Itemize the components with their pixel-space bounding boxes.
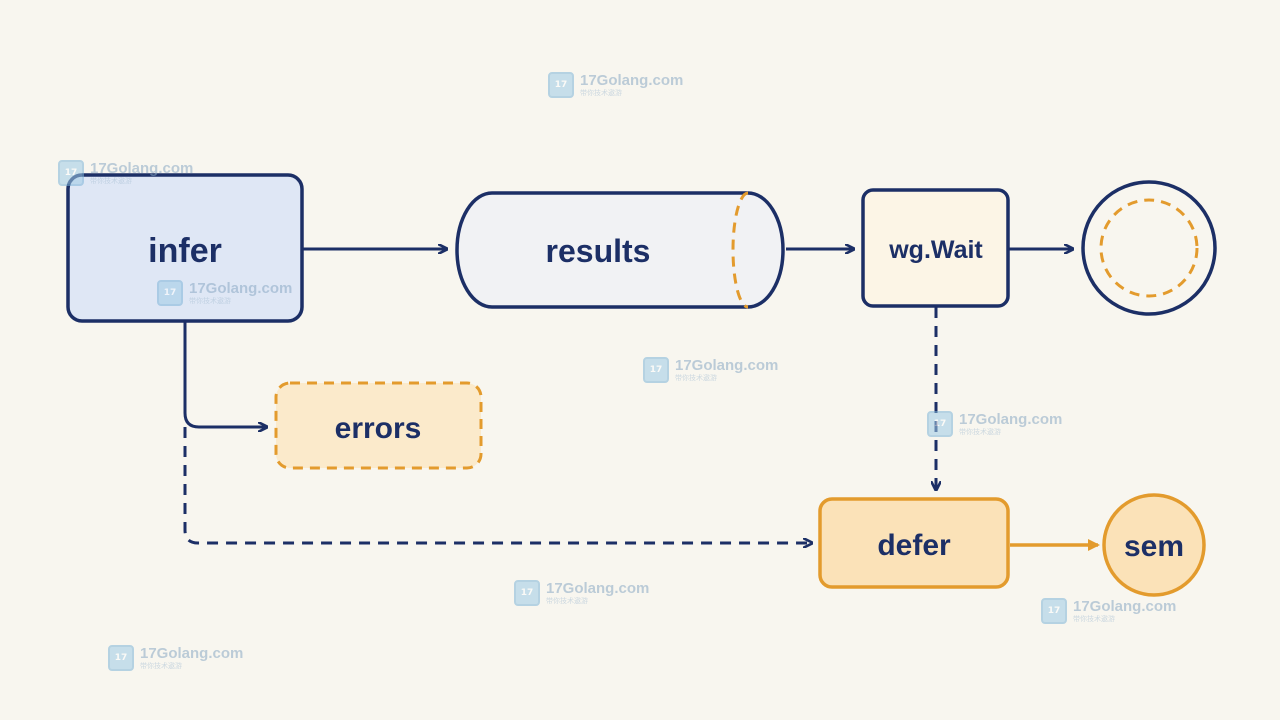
defer-node xyxy=(818,497,1010,589)
watermark-logo-icon: 17 xyxy=(514,580,540,606)
watermark-text: 17Golang.com xyxy=(189,280,293,297)
results-label: results xyxy=(546,233,651,269)
results-cylinder-rim xyxy=(731,191,749,309)
wg-wait-label: wg.Wait xyxy=(888,236,983,264)
watermark-text: 17Golang.com xyxy=(546,580,650,597)
watermark-subtext: 带你技术遨游 xyxy=(675,374,717,382)
watermark-subtext: 带你技术遨游 xyxy=(959,428,1001,436)
edge-infer-to-errors xyxy=(183,322,266,427)
watermark-text: 17Golang.com xyxy=(140,645,244,662)
watermark-text: 17Golang.com xyxy=(580,72,684,89)
errors-node xyxy=(274,381,483,470)
watermark-text: 17Golang.com xyxy=(1073,598,1177,615)
infer-label: infer xyxy=(148,232,222,270)
sem-label: sem xyxy=(1124,530,1184,563)
edge-infer-to-defer-dashed xyxy=(183,427,811,543)
end-circle-inner-ring xyxy=(1099,198,1199,298)
watermark-text: 17Golang.com xyxy=(90,160,194,177)
watermark-logo-icon: 17 xyxy=(108,645,134,671)
watermark-subtext: 带你技术遨游 xyxy=(189,297,231,305)
watermark-subtext: 带你技术遨游 xyxy=(1073,615,1115,623)
end-circle-node xyxy=(1081,180,1217,316)
watermark-logo-icon: 17 xyxy=(548,72,574,98)
watermark-logo-icon: 17 xyxy=(58,160,84,186)
sem-node xyxy=(1102,493,1206,597)
watermark-logo-icon: 17 xyxy=(1041,598,1067,624)
watermark-subtext: 带你技术遨游 xyxy=(580,89,622,97)
defer-label: defer xyxy=(877,529,951,562)
watermark-subtext: 带你技术遨游 xyxy=(546,597,588,605)
watermark-text: 17Golang.com xyxy=(675,357,779,374)
wg-wait-node xyxy=(861,188,1010,308)
watermark-subtext: 带你技术遨游 xyxy=(90,177,132,185)
infer-node xyxy=(66,173,304,323)
watermark-text: 17Golang.com xyxy=(959,411,1063,428)
watermark-logo-icon: 17 xyxy=(927,411,953,437)
watermark-subtext: 带你技术遨游 xyxy=(140,662,182,670)
watermark-logo-icon: 17 xyxy=(643,357,669,383)
errors-label: errors xyxy=(335,412,422,445)
watermark-logo-icon: 17 xyxy=(157,280,183,306)
